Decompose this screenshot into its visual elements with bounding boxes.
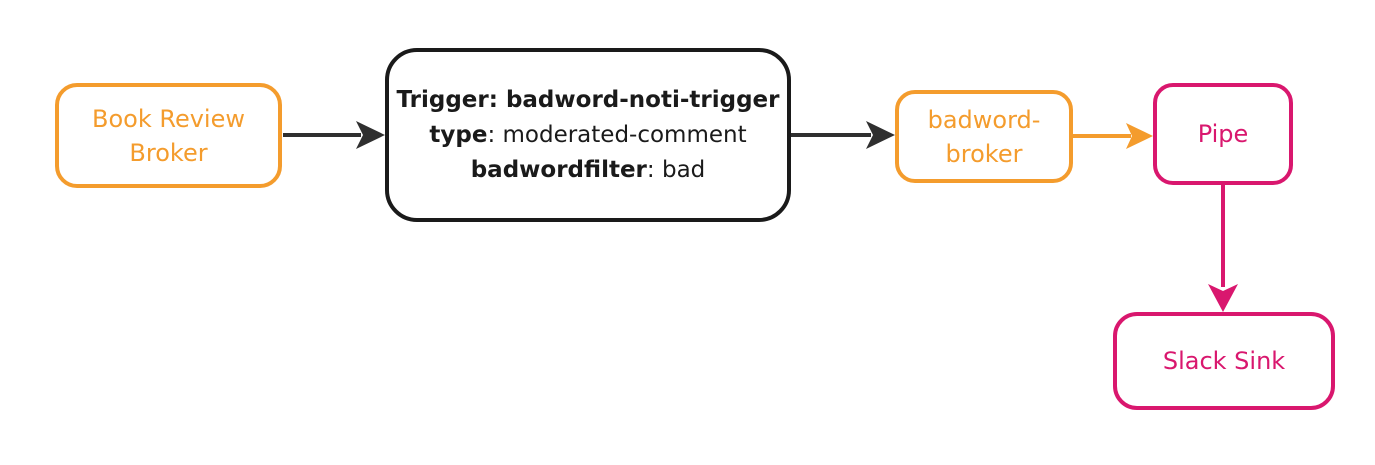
trigger-filter-key: badwordfilter: [470, 156, 647, 183]
trigger-type-key: type: [429, 121, 488, 148]
trigger-title: Trigger: badword-noti-trigger: [396, 86, 780, 113]
node-badword-broker: badword-broker: [895, 90, 1073, 183]
trigger-filter-line: badwordfilter: bad: [389, 153, 787, 188]
node-trigger-text: Trigger: badword-noti-trigger type: mode…: [389, 83, 787, 188]
node-badword-broker-label: badword-broker: [927, 105, 1041, 168]
arrow-book-review-broker-to-trigger: [283, 121, 385, 149]
node-book-review-broker: Book Review Broker: [55, 83, 282, 188]
node-trigger: Trigger: badword-noti-trigger type: mode…: [385, 48, 791, 222]
node-book-review-broker-label: Book Review Broker: [92, 104, 245, 167]
node-pipe-label: Pipe: [1197, 120, 1249, 148]
node-pipe: Pipe: [1153, 83, 1293, 185]
arrow-trigger-to-badword-broker: [791, 121, 895, 149]
node-slack-sink-label: Slack Sink: [1162, 347, 1286, 375]
trigger-type-line: type: moderated-comment: [389, 118, 787, 153]
trigger-type-value: : moderated-comment: [487, 121, 747, 148]
node-slack-sink: Slack Sink: [1113, 312, 1335, 410]
trigger-filter-value: : bad: [646, 156, 706, 183]
arrow-badword-broker-to-pipe: [1073, 123, 1153, 149]
arrow-pipe-to-slack-sink: [1208, 185, 1238, 312]
